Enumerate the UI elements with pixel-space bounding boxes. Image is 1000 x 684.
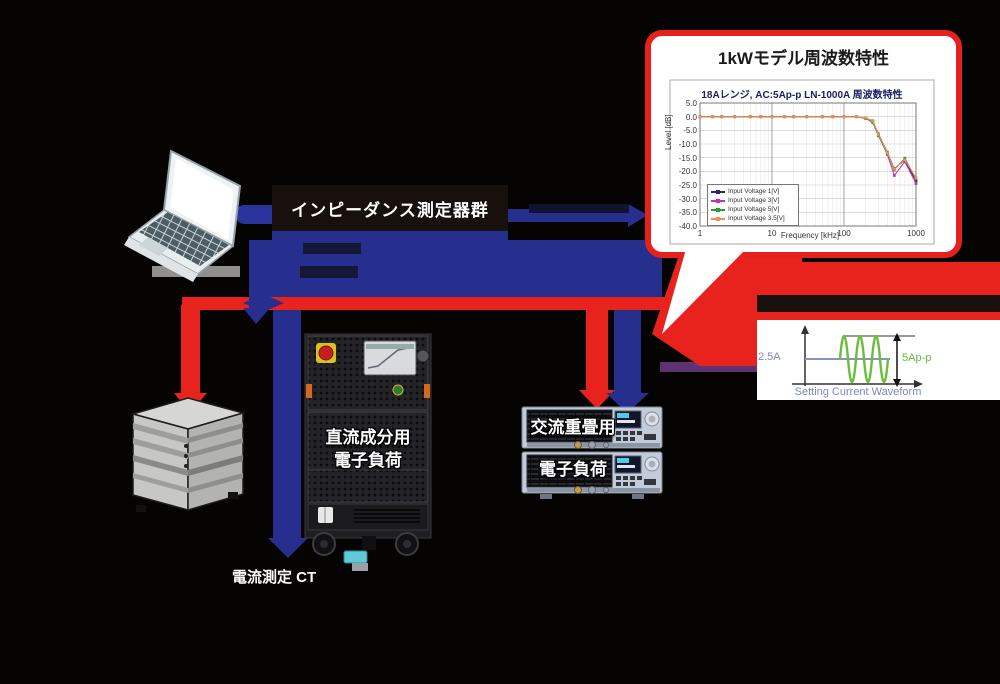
blue-arrowhead-ac-load	[606, 393, 649, 413]
laptop-trackpad	[139, 237, 168, 256]
black-stripe	[757, 295, 1000, 312]
chart-title: 18Aレンジ, AC:5Ap-p LN-1000A 周波数特性	[701, 90, 903, 101]
red-arrow-to-dut	[174, 305, 207, 413]
waveform-panel	[757, 320, 1000, 400]
ac-load-unit-top	[521, 406, 663, 449]
legend-row: Input Voltage 3[V]	[711, 196, 795, 205]
legend-marker	[711, 189, 725, 194]
casters	[312, 532, 419, 556]
laptop	[124, 149, 242, 282]
dc-load-knob	[416, 349, 430, 363]
blue-arrowhead-ct	[268, 538, 308, 558]
callout-title: 1kWモデル周波数特性	[718, 49, 889, 68]
dut-box	[130, 397, 246, 512]
blue-junction-arrows	[243, 240, 284, 324]
blue-bus-top	[272, 231, 508, 243]
dc-load-label: 直流成分用 電子負荷	[325, 428, 411, 470]
chart-xlabel: Frequency [kHz]	[780, 231, 840, 240]
dc-electronic-load	[304, 333, 432, 556]
chart-legend: Input Voltage 1[V]Input Voltage 3[V]Inpu…	[707, 184, 799, 226]
blue-arrow-to-ct	[273, 296, 301, 542]
waveform-pp-label: 5Ap-p	[902, 352, 932, 364]
legend-marker	[711, 198, 725, 203]
ac-load-label-bottom: 電子負荷	[539, 460, 607, 479]
laptop-link-arrow	[235, 205, 281, 224]
emergency-stop-button	[318, 345, 334, 361]
legend-marker	[711, 216, 725, 221]
waveform-caption: Setting Current Waveform	[794, 386, 922, 398]
ac-electronic-loads	[521, 406, 663, 499]
red-power-line	[182, 297, 680, 310]
ac-load-unit-bottom	[521, 451, 663, 499]
red-arrow-to-ac-load	[579, 305, 615, 409]
pp-measure-arrow	[893, 333, 901, 387]
sine-wave	[838, 335, 890, 383]
legend-row: Input Voltage 3.5[V]	[711, 214, 795, 223]
laptop-keyboard	[139, 212, 229, 266]
chart-ylabel: Level [dB]	[664, 114, 673, 150]
ct-label: 電流測定 CT	[232, 569, 317, 586]
ct-clamp	[343, 550, 368, 571]
waveform-dc-level-label: 2.5A	[758, 351, 781, 363]
impedance-instruments-label: インピーダンス測定器群	[291, 200, 489, 220]
legend-row: Input Voltage 5[V]	[711, 205, 795, 214]
blue-arrow-to-ac-load	[614, 296, 641, 395]
laptop-screen	[170, 158, 234, 240]
logo-badge	[392, 384, 404, 396]
legend-row: Input Voltage 1[V]	[711, 187, 795, 196]
faded-label-smudge	[303, 243, 361, 254]
arrow-network	[174, 204, 800, 558]
impedance-instruments-box: インピーダンス測定器群	[272, 185, 508, 231]
overlap-band	[660, 362, 800, 372]
measure-output-arrow	[508, 204, 648, 227]
faded-label-smudge	[300, 266, 358, 278]
legend-marker	[711, 207, 725, 212]
callout-notch	[662, 249, 746, 334]
ac-load-label-top: 交流重畳用	[530, 418, 616, 437]
